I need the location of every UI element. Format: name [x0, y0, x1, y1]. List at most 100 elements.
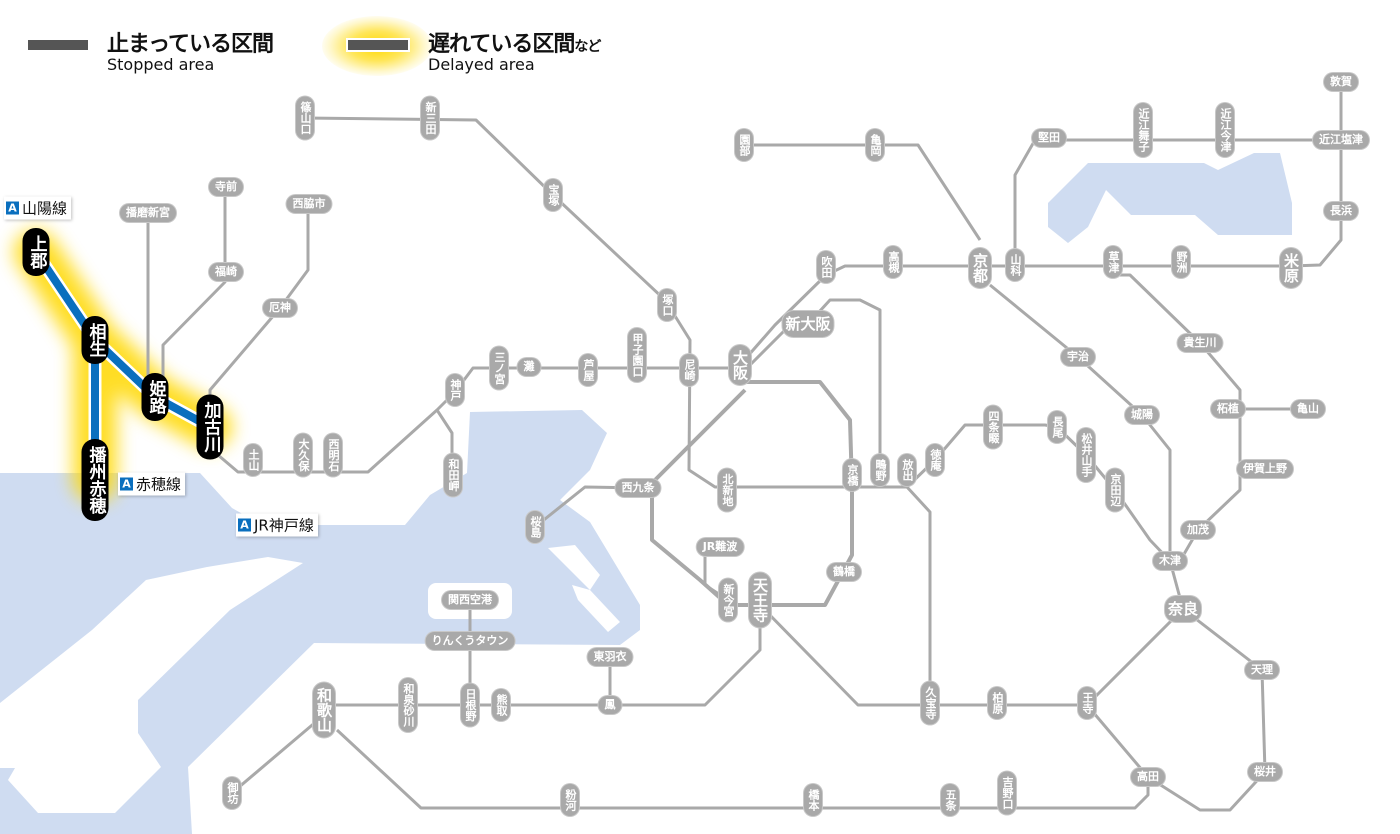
- station-normal[interactable]: 寺前: [209, 178, 243, 196]
- station-normal[interactable]: 宇治: [1061, 348, 1095, 366]
- station-normal[interactable]: 新三田: [421, 96, 439, 140]
- station-normal[interactable]: 近江今津: [1216, 103, 1234, 157]
- station-normal[interactable]: 御坊: [223, 777, 241, 809]
- station-normal[interactable]: 桜井: [1248, 763, 1282, 781]
- station-normal[interactable]: 柘植: [1211, 400, 1245, 418]
- osaka-bay: [0, 410, 640, 834]
- station-normal[interactable]: 五条: [941, 784, 959, 816]
- station-normal[interactable]: 厄神: [263, 299, 297, 317]
- line-osaka-higashi: [806, 298, 882, 487]
- station-normal[interactable]: 天理: [1245, 661, 1279, 679]
- station-normal[interactable]: JR難波: [696, 538, 744, 556]
- station-normal[interactable]: 城陽: [1125, 406, 1159, 424]
- station-normal[interactable]: 塚口: [658, 289, 676, 321]
- station-normal[interactable]: 高田: [1131, 768, 1165, 786]
- station-normal[interactable]: 日根野: [461, 683, 479, 727]
- station-normal[interactable]: 高槻: [884, 246, 902, 278]
- station-normal[interactable]: 鴫野: [871, 454, 889, 486]
- station-normal[interactable]: 大久保: [294, 433, 312, 477]
- line-badge-icon: A: [120, 477, 133, 491]
- station-normal[interactable]: 京橋: [843, 459, 861, 491]
- station-normal[interactable]: 西九条: [615, 479, 661, 497]
- awaji-island: [0, 557, 303, 813]
- station-normal[interactable]: 三ノ宮: [490, 346, 508, 390]
- station-normal[interactable]: 長尾: [1048, 411, 1066, 443]
- station-normal[interactable]: 新今宮: [719, 578, 737, 622]
- station-normal[interactable]: 粉河: [561, 784, 579, 816]
- station-normal[interactable]: 甲子園口: [628, 328, 646, 382]
- station-normal[interactable]: 柏原: [988, 687, 1006, 719]
- legend-delayed-label: 遅れている区間など: [428, 26, 601, 58]
- station-normal[interactable]: 長浜: [1324, 202, 1358, 220]
- station-normal[interactable]: 関西空港: [442, 591, 498, 609]
- station-normal[interactable]: 徳庵: [926, 444, 944, 476]
- legend-stopped-label: 止まっている区間: [107, 32, 274, 57]
- station-normal[interactable]: 野洲: [1172, 246, 1190, 278]
- station-normal[interactable]: 放出: [898, 454, 916, 486]
- station-normal[interactable]: 亀岡: [866, 129, 884, 161]
- station-normal[interactable]: 久宝寺: [921, 681, 939, 725]
- station-normal[interactable]: 奈良: [1164, 596, 1202, 622]
- station-normal[interactable]: 天王寺: [749, 572, 771, 628]
- station-delayed[interactable]: 播州赤穂: [81, 439, 109, 521]
- line-hanwa: [324, 620, 762, 707]
- station-normal[interactable]: 熊取: [492, 689, 510, 721]
- line-name: 赤穂線: [136, 475, 182, 494]
- station-normal[interactable]: 大阪: [729, 345, 751, 385]
- station-delayed[interactable]: 加古川: [196, 394, 224, 460]
- station-normal[interactable]: 宝塚: [544, 179, 562, 211]
- station-normal[interactable]: 吹田: [817, 251, 835, 283]
- station-normal[interactable]: 松井山手: [1077, 428, 1095, 482]
- station-normal[interactable]: 西明石: [324, 433, 342, 477]
- station-delayed[interactable]: 上郡: [22, 228, 50, 276]
- station-normal[interactable]: 福崎: [209, 263, 243, 281]
- station-normal[interactable]: 四条畷: [984, 405, 1002, 449]
- station-normal[interactable]: 神戸: [446, 374, 464, 406]
- station-normal[interactable]: 貴生川: [1177, 334, 1223, 352]
- legend-delayed-en: Delayed area: [428, 55, 535, 74]
- station-delayed[interactable]: 姫路: [141, 373, 169, 421]
- station-normal[interactable]: 近江舞子: [1134, 103, 1152, 157]
- station-normal[interactable]: 和泉砂川: [399, 678, 417, 732]
- station-delayed[interactable]: 相生: [81, 316, 109, 364]
- station-normal[interactable]: 園部: [735, 129, 753, 161]
- station-normal[interactable]: 草津: [1104, 246, 1122, 278]
- station-normal[interactable]: りんくうタウン: [425, 632, 515, 650]
- station-normal[interactable]: 桜島: [526, 511, 544, 543]
- station-normal[interactable]: 橋本: [804, 784, 822, 816]
- station-normal[interactable]: 亀山: [1291, 400, 1325, 418]
- station-normal[interactable]: 木津: [1153, 552, 1187, 570]
- station-normal[interactable]: 堅田: [1032, 129, 1066, 147]
- station-normal[interactable]: 新大阪: [782, 311, 834, 337]
- station-normal[interactable]: 鶴橋: [827, 563, 861, 581]
- station-normal[interactable]: 和田岬: [444, 453, 462, 497]
- station-normal[interactable]: 篠山口: [296, 96, 314, 140]
- station-normal[interactable]: 敦賀: [1324, 73, 1358, 91]
- line-loop: [650, 380, 854, 607]
- station-normal[interactable]: 鳳: [598, 696, 622, 714]
- station-normal[interactable]: 西脇市: [286, 195, 332, 213]
- station-normal[interactable]: 加茂: [1181, 521, 1215, 539]
- station-normal[interactable]: 京都: [969, 248, 991, 288]
- station-normal[interactable]: 播磨新宮: [120, 204, 176, 222]
- station-normal[interactable]: 灘: [517, 358, 541, 376]
- station-normal[interactable]: 京田辺: [1106, 468, 1124, 512]
- station-normal[interactable]: 山科: [1006, 249, 1024, 281]
- station-normal[interactable]: 土山: [244, 444, 262, 476]
- station-normal[interactable]: 尼崎: [680, 354, 698, 386]
- station-normal[interactable]: 芦屋: [579, 354, 597, 386]
- station-normal[interactable]: 和歌山: [313, 682, 335, 738]
- station-normal[interactable]: 北新地: [718, 468, 736, 512]
- port-island-2: [572, 585, 620, 632]
- station-normal[interactable]: 吉野口: [998, 771, 1016, 815]
- legend-delayed-suffix: など: [574, 39, 601, 55]
- station-normal[interactable]: 東羽衣: [587, 648, 633, 666]
- station-normal[interactable]: 米原: [1280, 248, 1302, 288]
- line-name: JR神戸線: [254, 516, 314, 535]
- station-normal[interactable]: 伊賀上野: [1237, 460, 1293, 478]
- station-normal[interactable]: 王寺: [1078, 687, 1096, 719]
- station-normal[interactable]: 近江塩津: [1313, 131, 1369, 149]
